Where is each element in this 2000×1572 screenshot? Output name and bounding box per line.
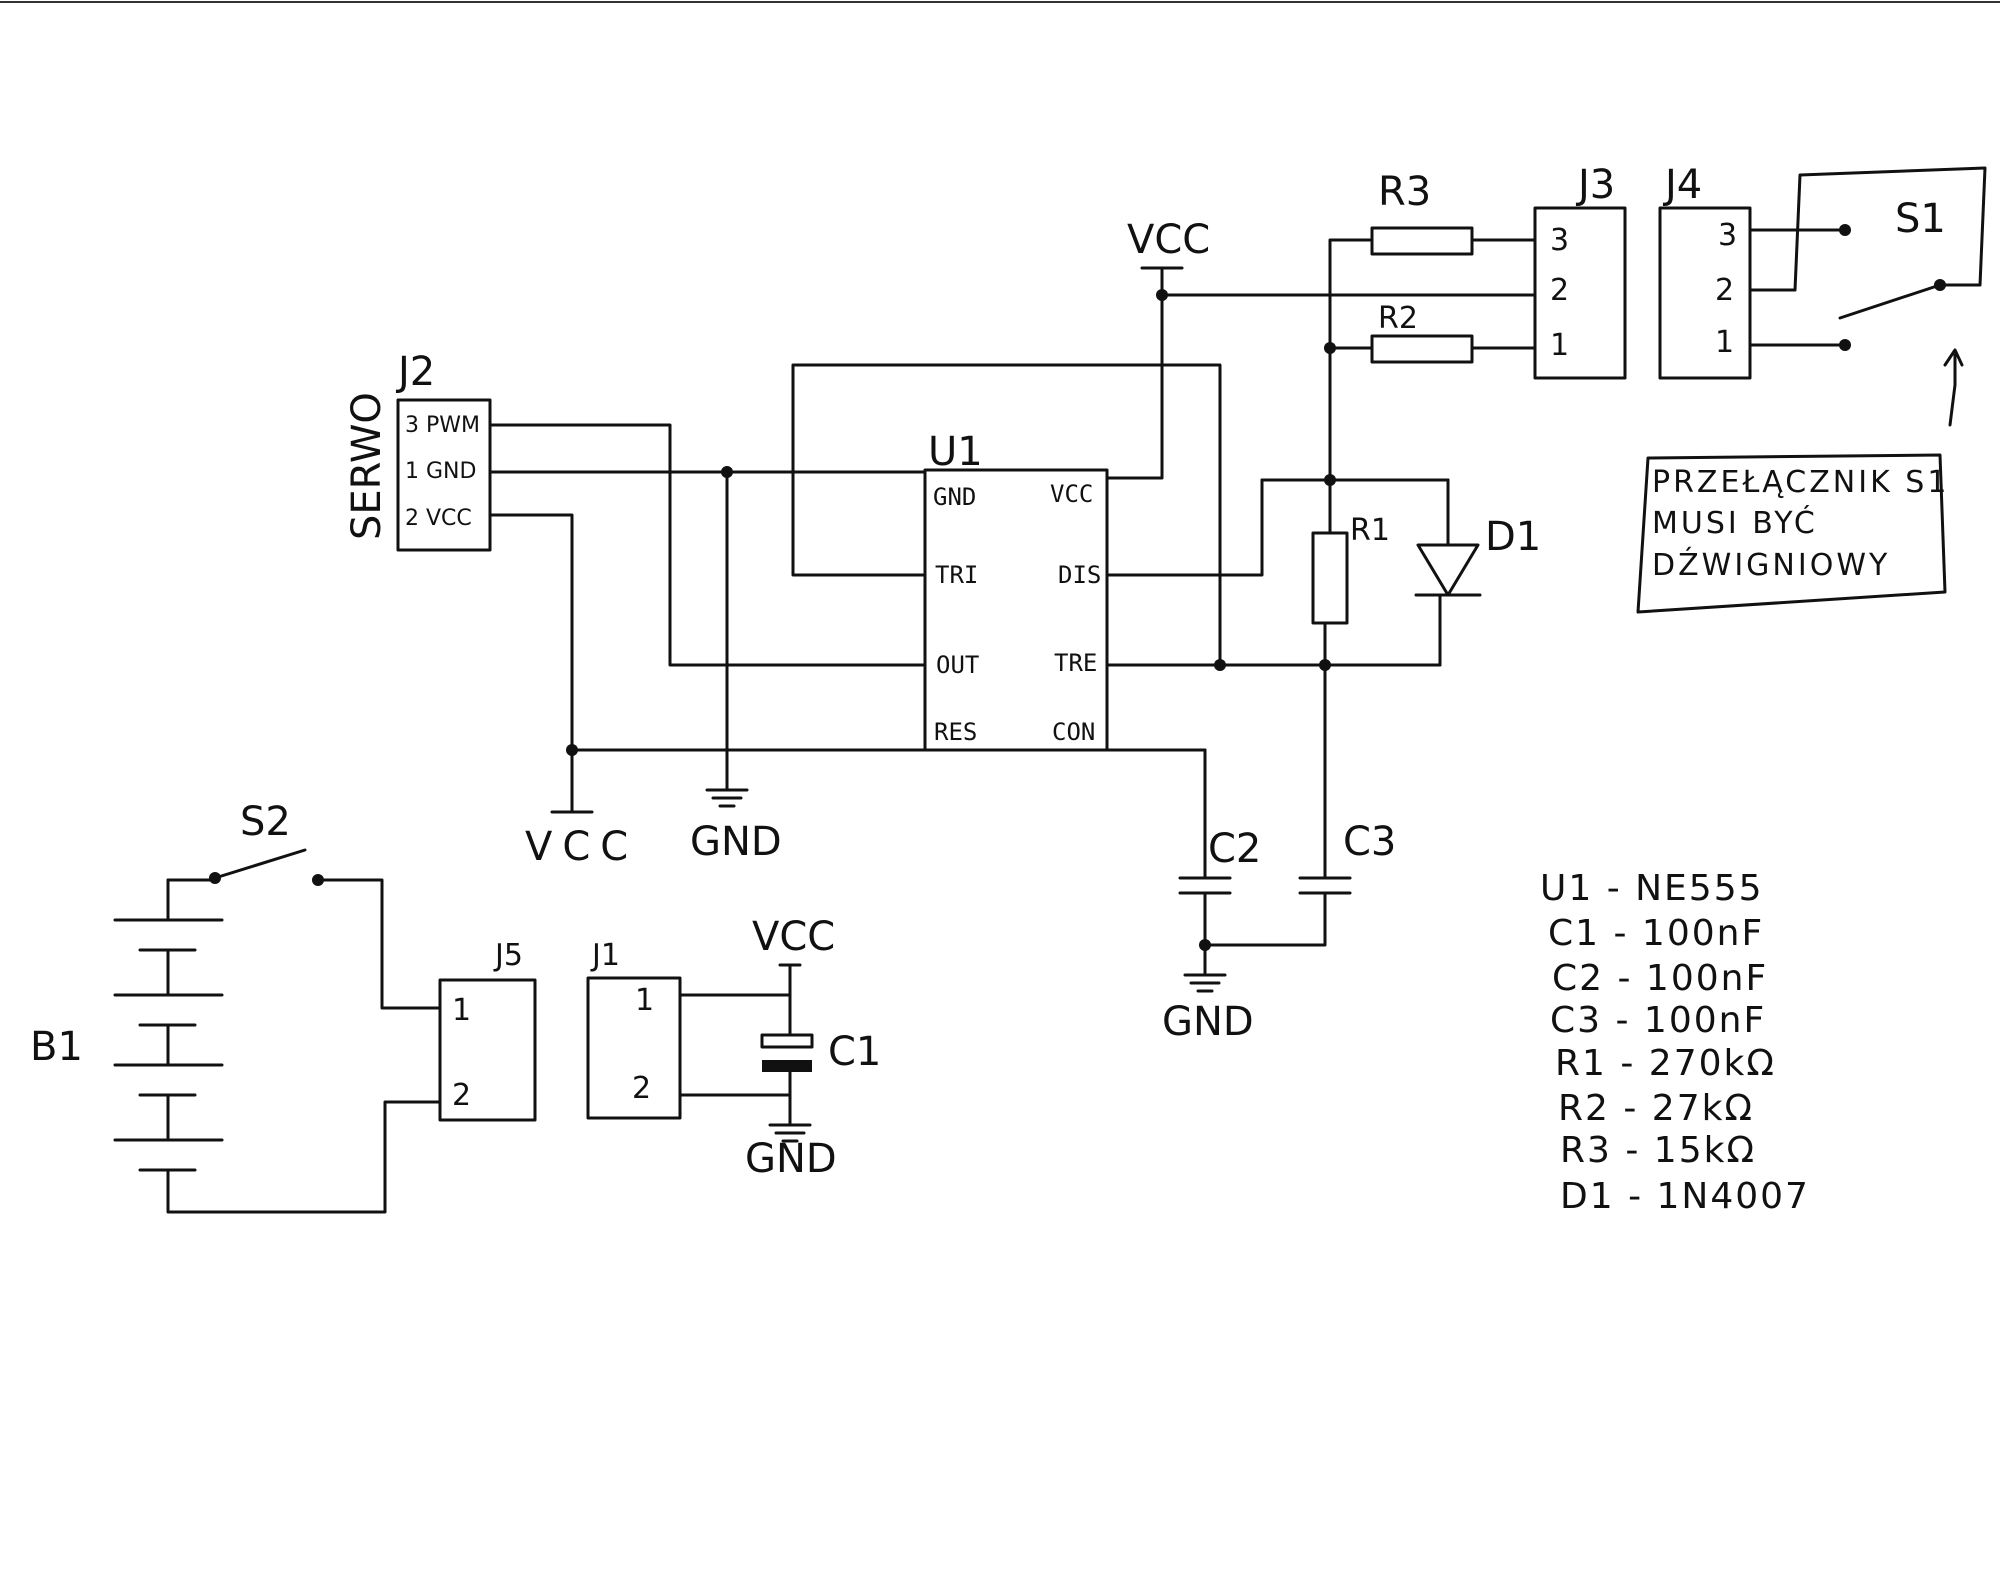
bom-item: R1 - 270kΩ xyxy=(1555,1043,1776,1084)
vcc-top-label: VCC xyxy=(1127,217,1210,263)
s2-switch: S2 xyxy=(166,799,442,1010)
bom-item: D1 - 1N4007 xyxy=(1560,1176,1810,1217)
bom-item: C2 - 100nF xyxy=(1552,958,1768,999)
bom-item: R2 - 27kΩ xyxy=(1558,1088,1754,1129)
d1-diode: D1 xyxy=(1414,478,1541,667)
j5-connector: J5 1 2 xyxy=(438,938,537,1122)
r3-resistor: R3 xyxy=(1328,169,1537,347)
r2-label: R2 xyxy=(1378,301,1418,336)
bom-item: U1 - NE555 xyxy=(1540,868,1764,909)
c1-capacitor: C1 VCC GND xyxy=(678,914,881,1182)
note-box: PRZEŁĄCZNIK S1 MUSI BYĆ DŹWIGNIOWY xyxy=(1636,453,1949,614)
note-line-2: MUSI BYĆ xyxy=(1652,504,1818,541)
r1-label: R1 xyxy=(1350,513,1390,548)
s1-label: S1 xyxy=(1895,196,1946,242)
j4-pin-2: 2 xyxy=(1715,273,1734,308)
gnd-left-label: GND xyxy=(690,819,782,865)
note-line-3: DŹWIGNIOWY xyxy=(1652,547,1890,583)
s1-switch: S1 xyxy=(1748,166,1987,427)
gnd-left-symbol: GND xyxy=(690,788,782,865)
j1-pin-2: 2 xyxy=(632,1071,651,1106)
j4-connector: J4 3 2 1 xyxy=(1658,162,1752,380)
j1-connector: J1 1 2 xyxy=(586,938,682,1120)
vcc-left-label: VCC xyxy=(525,824,638,870)
j1-pin-1: 1 xyxy=(635,983,654,1018)
vcc-c1-label: VCC xyxy=(752,914,835,960)
u1-pin-tre: TRE xyxy=(1054,649,1097,677)
d1-label: D1 xyxy=(1485,514,1541,560)
j4-label: J4 xyxy=(1662,162,1702,208)
s2-label: S2 xyxy=(240,799,291,845)
vcc-left-symbol: VCC xyxy=(525,810,638,870)
c1-label: C1 xyxy=(828,1029,881,1075)
j4-pin-1: 1 xyxy=(1715,325,1734,360)
r1-resistor: R1 xyxy=(1311,343,1390,872)
vcc-top-symbol: VCC xyxy=(1127,217,1210,270)
b1-label: B1 xyxy=(30,1024,83,1070)
j2-pin-pwm: 3 PWM xyxy=(405,413,480,438)
j5-pin-2: 2 xyxy=(452,1078,471,1113)
j4-pin-3: 3 xyxy=(1718,218,1737,253)
j2-pin-vcc: 2 VCC xyxy=(405,506,472,531)
serwo-label: SERWO xyxy=(344,392,390,540)
gnd-mid-symbol: GND xyxy=(1162,973,1254,1045)
bom-list: U1 - NE555 C1 - 100nF C2 - 100nF C3 - 10… xyxy=(1540,868,1810,1217)
gnd-mid-label: GND xyxy=(1162,999,1254,1045)
c3-label: C3 xyxy=(1343,819,1396,865)
bom-item: R3 - 15kΩ xyxy=(1560,1130,1756,1171)
u1-pin-vcc: VCC xyxy=(1050,480,1093,508)
j3-pin-1: 1 xyxy=(1550,328,1569,363)
c2-capacitor: C2 xyxy=(1105,748,1261,977)
u1-ic: U1 GND VCC TRI DIS OUT TRE RES CON xyxy=(923,429,1109,752)
note-line-1: PRZEŁĄCZNIK S1 xyxy=(1652,465,1949,500)
u1-pin-tri: TRI xyxy=(935,561,978,589)
c2-label: C2 xyxy=(1208,826,1261,872)
j3-pin-3: 3 xyxy=(1550,223,1569,258)
r3-label: R3 xyxy=(1378,169,1431,215)
j2-pin-gnd: 1 GND xyxy=(405,459,476,484)
c3-capacitor: C3 xyxy=(1203,819,1396,947)
j3-pin-2: 2 xyxy=(1550,273,1569,308)
bom-item: C1 - 100nF xyxy=(1548,913,1764,954)
r2-resistor: R2 xyxy=(1328,301,1537,364)
u1-pin-res: RES xyxy=(934,718,977,746)
j1-label: J1 xyxy=(590,938,620,973)
u1-pin-out: OUT xyxy=(936,651,979,679)
u1-pin-con: CON xyxy=(1052,718,1095,746)
u1-pin-dis: DIS xyxy=(1058,561,1101,589)
u1-pin-gnd: GND xyxy=(933,483,976,511)
j3-label: J3 xyxy=(1575,162,1615,208)
u1-label: U1 xyxy=(928,429,983,475)
j2-wires xyxy=(488,423,1207,814)
j5-label: J5 xyxy=(493,938,523,973)
j2-label: J2 xyxy=(395,349,435,395)
bom-item: C3 - 100nF xyxy=(1550,1000,1766,1041)
b1-battery: B1 xyxy=(30,878,442,1214)
j2-connector: J2 3 PWM 1 GND 2 VCC SERWO xyxy=(344,349,492,552)
j3-connector: J3 3 2 1 xyxy=(1533,162,1627,380)
gnd-c1-label: GND xyxy=(745,1136,837,1182)
j5-pin-1: 1 xyxy=(452,993,471,1028)
